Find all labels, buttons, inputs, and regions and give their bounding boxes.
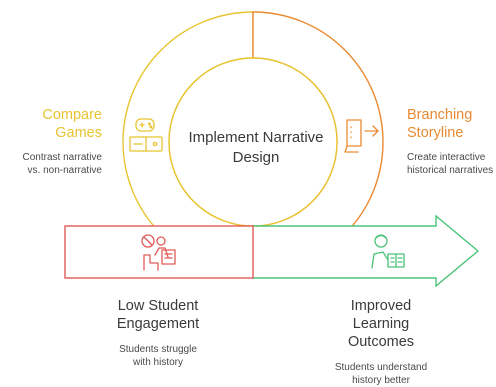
compare-games-description: Contrast narrative vs. non-narrative <box>22 152 102 176</box>
branching-storyline-title: Branching Storyline <box>407 107 473 141</box>
low-engagement-box <box>64 225 254 279</box>
center-title: Implement Narrative Design <box>188 129 324 166</box>
low-engagement-title: Low Student Engagement <box>116 298 200 332</box>
branching-storyline-description: Create interactive historical narratives <box>407 152 494 176</box>
reading-student-icon <box>371 234 405 269</box>
improved-outcomes-arrow <box>253 214 480 288</box>
low-engagement-description: Students struggle with history <box>119 344 197 368</box>
improved-outcomes-description: Students understand history better <box>334 362 428 386</box>
bored-student-icon <box>141 234 176 271</box>
improved-outcomes-title: Improved Learning Outcomes <box>347 298 415 350</box>
gamepad-console-icon <box>129 118 163 152</box>
storyline-book-icon <box>344 119 379 153</box>
compare-games-title: Compare Games <box>42 107 102 141</box>
